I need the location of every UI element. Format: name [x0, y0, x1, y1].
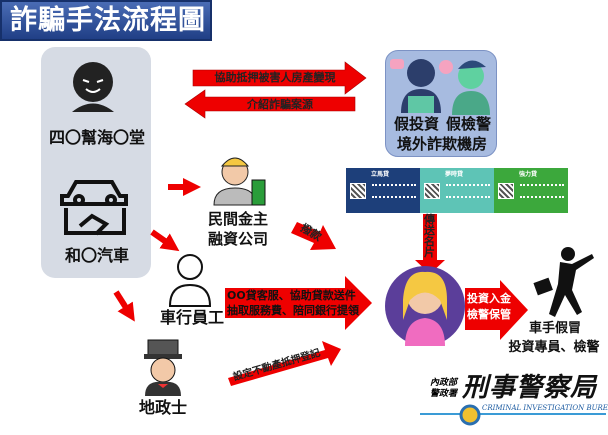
victim-arrow-line2: 檢警保管	[467, 308, 511, 321]
arrow-to-room	[192, 61, 367, 95]
financier-icon	[213, 157, 266, 206]
thief-icon	[72, 62, 114, 112]
logo-name: 刑事警察局	[462, 373, 598, 403]
employee-arrow-line2: 抽取服務費、陪同銀行提領	[227, 304, 359, 317]
logo-english: CRIMINAL INVESTIGATION BUREAU	[482, 404, 608, 412]
logo-dept: 內政部警政署	[430, 378, 458, 399]
page-title: 詐騙手法流程圖	[0, 0, 212, 41]
mule-label-2: 投資專員、檢警	[508, 340, 600, 355]
car-handshake-icon	[60, 180, 128, 236]
mule-label-1: 車手假冒	[528, 321, 581, 336]
from-room-label: 介紹詐騙案源	[247, 98, 313, 111]
arrow-to-land-agent	[113, 290, 135, 322]
financier-label-2: 融資公司	[207, 230, 268, 248]
fake-police-label: 假檢警	[446, 115, 492, 133]
financier-label-1: 民間金主	[207, 210, 268, 228]
send-card-label: 傳送名片	[424, 213, 435, 259]
to-room-label: 協助抵押被害人房產變現	[214, 71, 336, 84]
arrow-mortgage	[228, 341, 341, 386]
employee-icon	[168, 254, 212, 307]
arrow-to-employee	[150, 229, 180, 252]
loan-card: 夢時貸	[420, 168, 494, 213]
employee-label: 車行員工	[160, 308, 225, 327]
land-agent-label: 地政士	[138, 398, 187, 417]
land-agent-icon	[144, 339, 182, 396]
car-dealer-label: 和〇汽車	[64, 246, 129, 265]
victim-arrow-line1: 投資入金	[467, 292, 511, 305]
scam-room-label: 境外詐欺機房	[396, 135, 487, 153]
overseas-scam-room: 假投資 假檢警 境外詐欺機房	[385, 50, 497, 157]
arrow-disburse	[291, 222, 336, 250]
arrow-from-room	[184, 89, 356, 119]
arrow-send-card	[415, 214, 445, 274]
loan-card: 強力貸	[494, 168, 568, 213]
loan-card: 立馬貸	[346, 168, 420, 213]
police-badge-icon	[459, 404, 481, 426]
arrow-employee	[225, 276, 372, 330]
employee-arrow-line1: OO貸客服、協助貸款送件	[227, 289, 356, 302]
gang-label: 四〇幫海〇堂	[48, 128, 145, 147]
fake-investment-label: 假投資	[394, 115, 440, 133]
arrow-to-mule	[465, 280, 528, 340]
scam-room-icon	[390, 59, 490, 115]
runner-icon	[533, 247, 594, 317]
